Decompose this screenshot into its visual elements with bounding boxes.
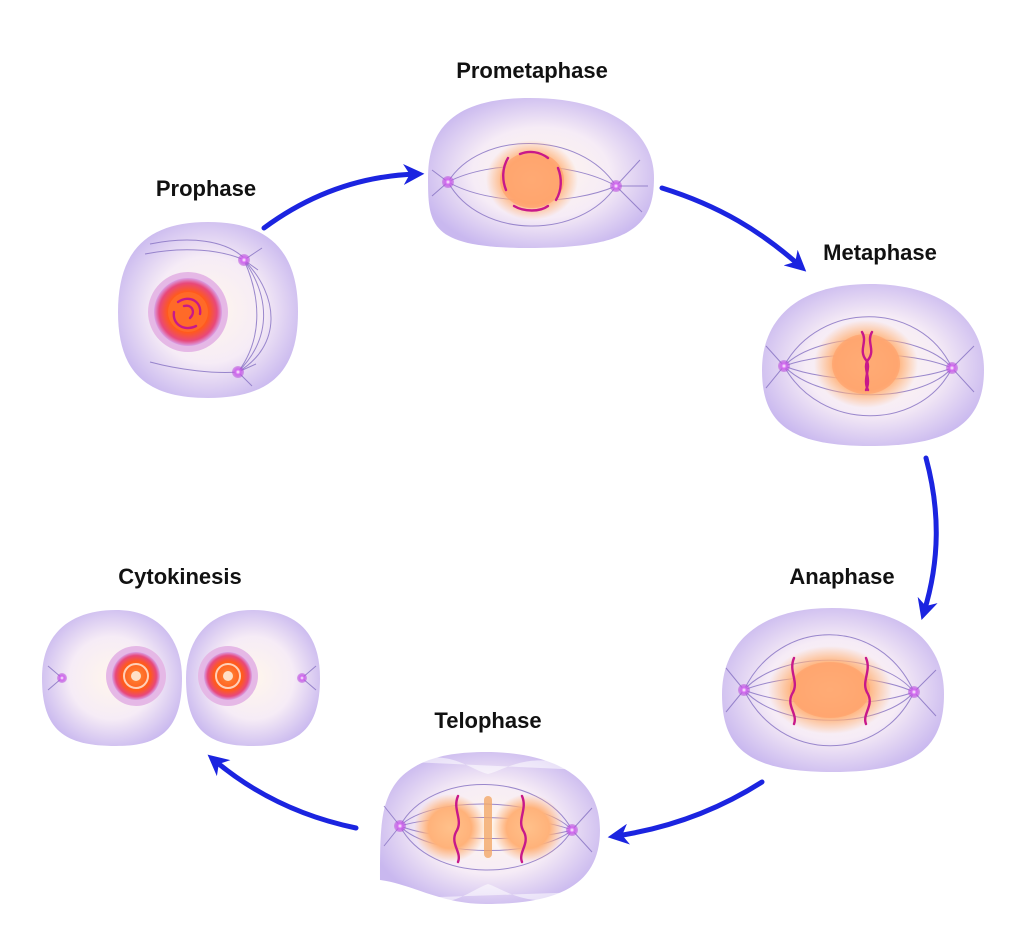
arrow-metaphase-to-anaphase	[917, 455, 939, 621]
telophase-cell	[380, 752, 600, 904]
label-prophase: Prophase	[156, 176, 256, 201]
prophase-cell	[118, 222, 298, 398]
cytokinesis-cells	[42, 610, 320, 746]
metaphase-cell	[762, 284, 984, 446]
cycle-arrows	[207, 163, 939, 845]
prometaphase-cell	[428, 98, 654, 248]
label-telophase: Telophase	[434, 708, 541, 733]
anaphase-cell	[722, 608, 944, 772]
label-anaphase: Anaphase	[789, 564, 894, 589]
arrow-telophase-to-cytokinesis	[207, 754, 359, 831]
label-prometaphase: Prometaphase	[456, 58, 608, 83]
label-cytokinesis: Cytokinesis	[118, 564, 242, 589]
arrow-prometaphase-to-metaphase	[659, 185, 807, 272]
arrow-prophase-to-prometaphase	[261, 163, 425, 231]
label-metaphase: Metaphase	[823, 240, 937, 265]
arrow-anaphase-to-telophase	[607, 779, 765, 845]
